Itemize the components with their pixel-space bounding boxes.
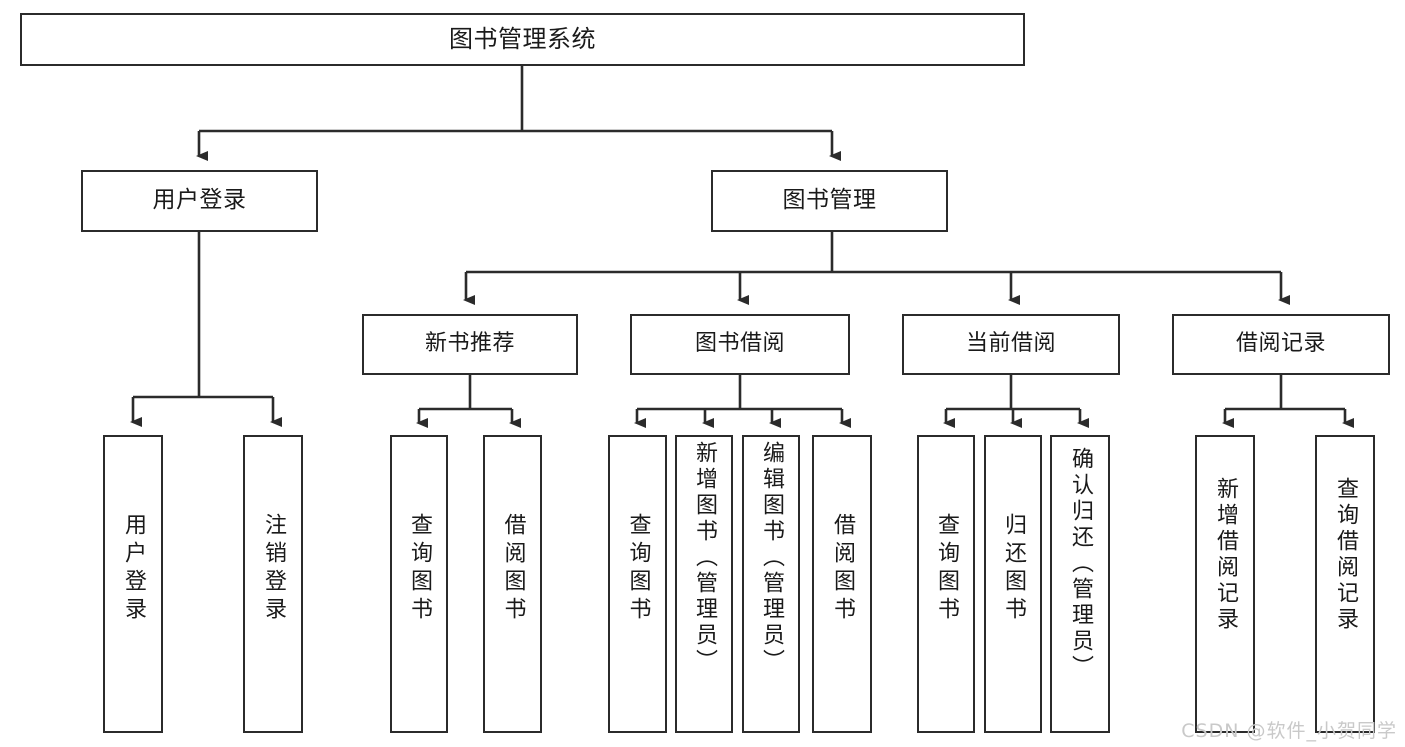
node-leaf-add-borrow-record[interactable]: 新增借阅记录 bbox=[1195, 435, 1255, 733]
node-leaf-confirm-return[interactable]: 确认归还（管理员） bbox=[1050, 435, 1110, 733]
node-book-borrow[interactable]: 图书借阅 bbox=[630, 314, 850, 375]
node-leaf-query-borrow-record-label: 查询借阅记录 bbox=[1333, 477, 1358, 633]
node-leaf-borrow-book-recommend-label: 借阅图书 bbox=[500, 513, 526, 625]
node-new-book-recommend-label: 新书推荐 bbox=[424, 331, 515, 357]
node-leaf-user-login-label: 用户登录 bbox=[121, 513, 146, 625]
node-root-label: 图书管理系统 bbox=[449, 25, 596, 54]
node-user-login-label: 用户登录 bbox=[152, 187, 247, 214]
node-leaf-logout-label: 注销登录 bbox=[261, 513, 286, 625]
node-current-borrow[interactable]: 当前借阅 bbox=[902, 314, 1120, 375]
node-leaf-edit-book[interactable]: 编辑图书（管理员） bbox=[742, 435, 800, 733]
node-book-manage[interactable]: 图书管理 bbox=[711, 170, 948, 232]
node-leaf-borrow-book-label: 借阅图书 bbox=[830, 513, 855, 625]
node-leaf-query-book-borrow[interactable]: 查询图书 bbox=[608, 435, 667, 733]
node-borrow-record[interactable]: 借阅记录 bbox=[1172, 314, 1390, 375]
node-leaf-add-borrow-record-label: 新增借阅记录 bbox=[1213, 477, 1238, 633]
node-root[interactable]: 图书管理系统 bbox=[20, 13, 1025, 66]
node-user-login[interactable]: 用户登录 bbox=[81, 170, 318, 232]
node-leaf-borrow-book[interactable]: 借阅图书 bbox=[812, 435, 872, 733]
node-book-manage-label: 图书管理 bbox=[782, 187, 877, 214]
node-leaf-query-book-current[interactable]: 查询图书 bbox=[917, 435, 975, 733]
node-leaf-query-book-recommend[interactable]: 查询图书 bbox=[390, 435, 448, 733]
node-leaf-user-login[interactable]: 用户登录 bbox=[103, 435, 163, 733]
node-leaf-edit-book-label: 编辑图书（管理员） bbox=[759, 441, 784, 675]
node-leaf-add-book[interactable]: 新增图书（管理员） bbox=[675, 435, 733, 733]
node-leaf-query-book-recommend-label: 查询图书 bbox=[407, 513, 432, 625]
node-leaf-borrow-book-recommend[interactable]: 借阅图书 bbox=[483, 435, 542, 733]
node-leaf-add-book-label: 新增图书（管理员） bbox=[692, 441, 717, 675]
node-borrow-record-label: 借阅记录 bbox=[1235, 331, 1326, 357]
node-leaf-query-book-current-label: 查询图书 bbox=[934, 513, 959, 625]
node-leaf-query-book-borrow-label: 查询图书 bbox=[625, 513, 651, 625]
node-leaf-query-borrow-record[interactable]: 查询借阅记录 bbox=[1315, 435, 1375, 733]
node-leaf-return-book[interactable]: 归还图书 bbox=[984, 435, 1042, 733]
csdn-watermark: CSDN @软件_小贺同学 bbox=[1181, 720, 1397, 742]
node-leaf-logout[interactable]: 注销登录 bbox=[243, 435, 303, 733]
node-book-borrow-label: 图书借阅 bbox=[694, 331, 785, 357]
node-leaf-return-book-label: 归还图书 bbox=[1001, 513, 1026, 625]
node-current-borrow-label: 当前借阅 bbox=[965, 331, 1056, 357]
node-new-book-recommend[interactable]: 新书推荐 bbox=[362, 314, 578, 375]
node-leaf-confirm-return-label: 确认归还（管理员） bbox=[1068, 447, 1093, 681]
